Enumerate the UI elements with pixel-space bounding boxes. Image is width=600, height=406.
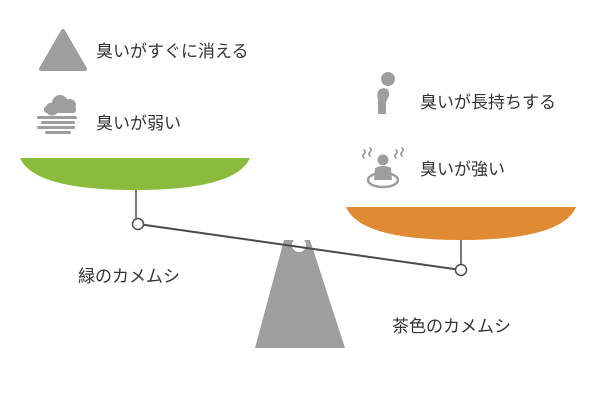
fulcrum-pivot (292, 238, 306, 252)
balance-beam (137, 223, 462, 271)
left-item-2-text: 臭いが弱い (96, 114, 181, 134)
left-item-1-text: 臭いがすぐに消える (96, 42, 249, 62)
stench-person-icon (362, 147, 404, 189)
orange-pan-label: 茶色のカメムシ (392, 317, 511, 337)
green-pan-label: 緑のカメムシ (78, 267, 180, 287)
green-pan-hinge (131, 217, 145, 231)
fog-cloud-icon (37, 95, 77, 134)
orange-pan (346, 207, 576, 240)
orange-pan-hinge (454, 263, 468, 277)
right-item-1-text: 臭いが長持ちする (420, 93, 556, 113)
fulcrum (255, 240, 345, 348)
triangle-icon (39, 29, 87, 71)
right-item-2-text: 臭いが強い (420, 160, 505, 180)
green-pan (20, 158, 250, 190)
hunched-person-icon (377, 72, 395, 114)
